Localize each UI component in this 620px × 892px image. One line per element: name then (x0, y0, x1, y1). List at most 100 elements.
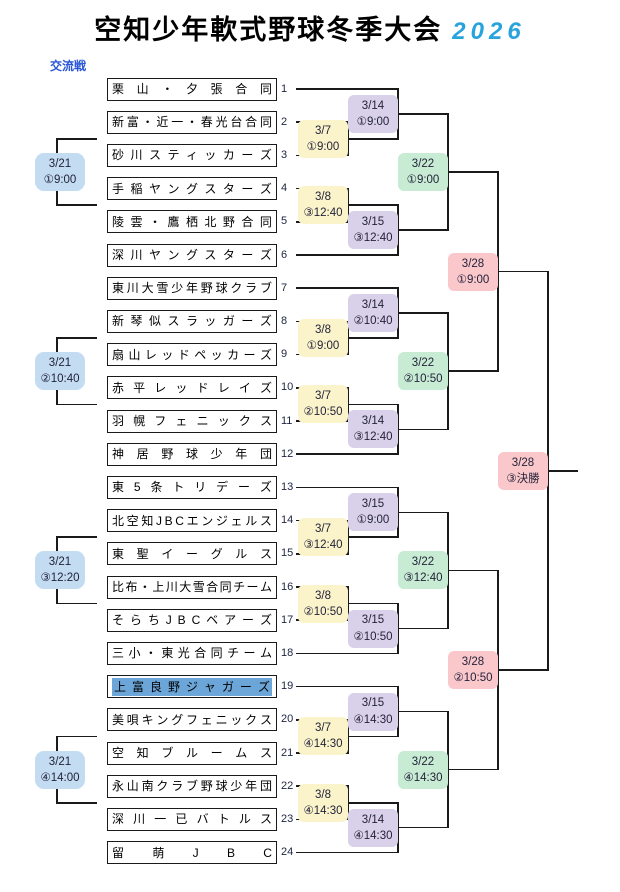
team-name-char: 少 (210, 447, 223, 462)
match-date: 3/7 (315, 390, 331, 403)
team-name-char: ー (241, 148, 254, 163)
team-name-char: 光 (177, 646, 190, 661)
bracket-line (398, 710, 448, 713)
team-name-char: 雪 (192, 580, 205, 594)
team-name: 手稲ヤングスターズ (112, 183, 272, 195)
team-box[interactable]: 砂川スティッカーズ (107, 143, 277, 167)
team-box[interactable]: 新琴似スラッガーズ (107, 309, 277, 333)
team-name-char: 三 (112, 646, 125, 661)
match-time: ①9:00 (43, 174, 77, 186)
team-name-char: 唄 (126, 712, 139, 727)
team-name-char: ス (204, 181, 217, 196)
team-name-char: 川 (165, 580, 178, 594)
match-date: 3/8 (315, 191, 331, 204)
bracket-line (398, 428, 448, 431)
team-box[interactable]: 東川大雪少年野球クラブ (107, 276, 277, 300)
match-time: ③12:40 (303, 207, 343, 220)
team-box[interactable]: 三小・東光合同チーム (107, 641, 277, 665)
team-name-char: 知 (136, 746, 149, 760)
team-name-char: 東 (112, 546, 125, 561)
team-seed-number: 3 (281, 148, 288, 161)
bracket-line (296, 254, 398, 256)
team-seed-number: 12 (281, 447, 294, 460)
match-date: 3/21 (48, 357, 72, 370)
team-box[interactable]: 深川一已バトルス (107, 807, 277, 831)
team-name-char: 東 (112, 480, 125, 495)
team-name-char: ム (235, 746, 248, 760)
team-name-char: フ (154, 414, 167, 428)
team-name-char: ブ (161, 746, 174, 760)
match-date: 3/21 (48, 157, 72, 170)
team-name-char: チ (227, 646, 240, 661)
team-name-char: ・ (161, 82, 174, 96)
team-name-char: ス (148, 148, 161, 163)
team-box[interactable]: 永山南クラブ野球少年団 (107, 774, 277, 798)
team-name-char: グ (171, 712, 184, 727)
team-box[interactable]: 扇山レッドペッカーズ (107, 343, 277, 367)
team-name-char: 新 (112, 314, 125, 329)
team-box[interactable]: 比布・上川大雪合同チーム (107, 575, 277, 599)
team-box[interactable]: 羽幌フェニックス (107, 409, 277, 433)
team-seed-number: 18 (281, 646, 294, 659)
team-name-char: ス (204, 248, 217, 262)
match-date: 3/14 (361, 813, 385, 826)
bracket-line (348, 204, 398, 206)
team-name-char: B (226, 845, 235, 860)
team-box[interactable]: 赤平レッドレイズ (107, 376, 277, 400)
team-name-char: ク (238, 414, 251, 428)
team-name-char: そ (112, 613, 125, 628)
team-box[interactable]: 手稲ヤングスターズ (107, 177, 277, 201)
team-name-char: 平 (133, 380, 146, 395)
team-box[interactable]: 深川ヤングスターズ (107, 243, 277, 267)
team-box[interactable]: 空知ブルームス (107, 741, 277, 765)
match-date: 3/14 (361, 415, 385, 428)
match-time: ④14:30 (353, 713, 393, 726)
bracket-line (398, 113, 448, 115)
team-box[interactable]: 新富・近一・春光台合同 (107, 110, 277, 134)
match-time: ①9:00 (306, 340, 340, 352)
team-name-char: 球 (215, 281, 228, 296)
team-seed-number: 15 (281, 547, 294, 560)
team-name-char: ク (230, 281, 243, 296)
team-box[interactable]: 栗山・夕張合同 (107, 77, 277, 101)
team-name-char: キ (141, 712, 154, 727)
team-name-char: カ (222, 148, 235, 163)
team-name-char: フ (185, 712, 198, 727)
team-name-char: ズ (259, 613, 272, 628)
team-name-char: 野 (167, 679, 180, 694)
team-name-char: ス (259, 746, 272, 760)
team-name-char: ー (241, 314, 254, 329)
team-name-char: ス (259, 812, 272, 827)
team-name-char: ・ (141, 115, 154, 130)
team-name-char: 空 (112, 746, 125, 760)
team-name-char: 球 (215, 779, 228, 794)
team-name: 新富・近一・春光台合同 (112, 116, 272, 128)
team-name-char: ・ (144, 646, 157, 661)
team-name-char: ー (243, 347, 256, 362)
team-name: 上富良野ジャガーズ (112, 677, 272, 696)
team-name: 三小・東光合同チーム (112, 647, 272, 659)
team-box[interactable]: 陵雲・鷹栖北野合同 (107, 210, 277, 234)
team-name-char: カ (227, 347, 240, 362)
title-main: 空知少年軟式野球冬季大会 (94, 15, 443, 46)
team-name-char: ス (259, 513, 272, 528)
team-box[interactable]: 東聖イーグルス (107, 542, 277, 566)
team-name-char: ブ (185, 779, 198, 794)
team-name-char: ガ (221, 679, 234, 694)
team-box[interactable]: 神居野球少年団 (107, 442, 277, 466)
team-name-char: ッ (210, 347, 223, 362)
team-box[interactable]: 上富良野ジャガーズ (107, 675, 277, 699)
team-name-char: ズ (257, 679, 270, 694)
team-name-char: 永 (112, 779, 125, 794)
team-box[interactable]: 美唄キングフェニックス (107, 708, 277, 732)
